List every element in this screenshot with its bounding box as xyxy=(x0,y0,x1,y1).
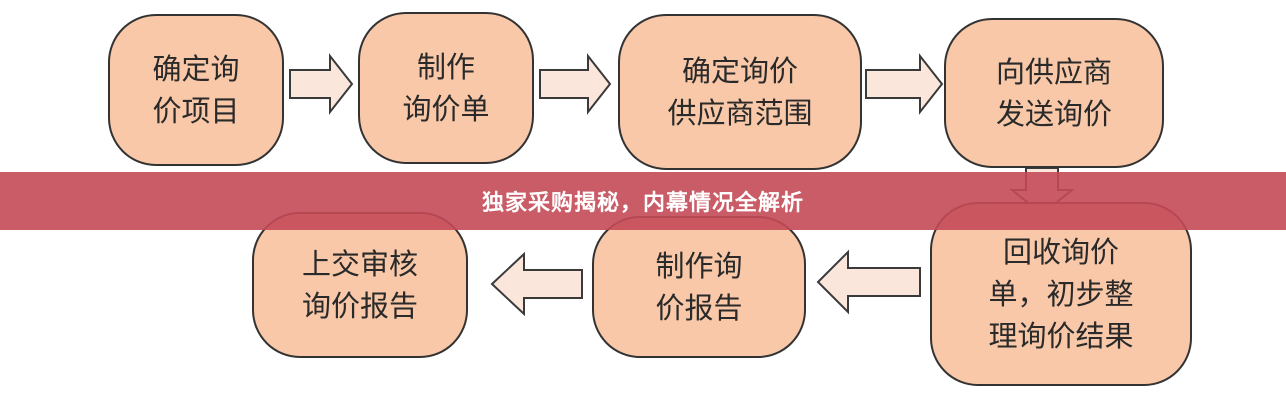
step-3-define-supplier-scope: 确定询价 供应商范围 xyxy=(618,14,862,170)
step-5-line-3: 理询价结果 xyxy=(988,319,1134,354)
step-3-line-1: 确定询价 xyxy=(681,53,798,88)
step-5-line-1: 回收询价 xyxy=(1002,234,1119,269)
banner-title: 独家采购揭秘，内幕情况全解析 xyxy=(481,191,804,216)
arrow-left-5 xyxy=(816,249,921,315)
step-3-line-2: 供应商范围 xyxy=(667,96,813,130)
step-5-collect-and-sort-results: 回收询价 单，初步整 理询价结果 xyxy=(930,202,1192,386)
step-1-define-inquiry-item: 确定询 价项目 xyxy=(108,14,284,166)
arrow-right-2 xyxy=(539,53,612,115)
step-4-line-2: 发送询价 xyxy=(995,97,1112,131)
arrow-right-1 xyxy=(289,53,354,115)
step-1-line-2: 价项目 xyxy=(152,94,240,128)
step-2-line-1: 制作 xyxy=(416,49,475,84)
step-6-line-2: 价报告 xyxy=(655,291,743,325)
step-7-line-2: 询价报告 xyxy=(301,289,418,323)
step-6-line-1: 制作询 xyxy=(655,248,743,283)
step-1-line-1: 确定询 xyxy=(152,51,240,86)
step-2-make-inquiry-form: 制作 询价单 xyxy=(358,12,534,164)
step-7-line-1: 上交审核 xyxy=(301,246,418,281)
title-banner: 独家采购揭秘，内幕情况全解析 xyxy=(0,172,1286,230)
step-5-line-2: 单，初步整 xyxy=(988,276,1134,311)
step-7-submit-report-for-review: 上交审核 询价报告 xyxy=(252,212,468,358)
step-6-make-inquiry-report: 制作询 价报告 xyxy=(592,216,806,358)
arrow-left-6 xyxy=(490,251,583,317)
step-2-line-2: 询价单 xyxy=(402,92,490,126)
step-4-line-1: 向供应商 xyxy=(995,54,1112,89)
step-4-send-inquiry: 向供应商 发送询价 xyxy=(944,18,1164,168)
arrow-right-3 xyxy=(865,53,944,115)
